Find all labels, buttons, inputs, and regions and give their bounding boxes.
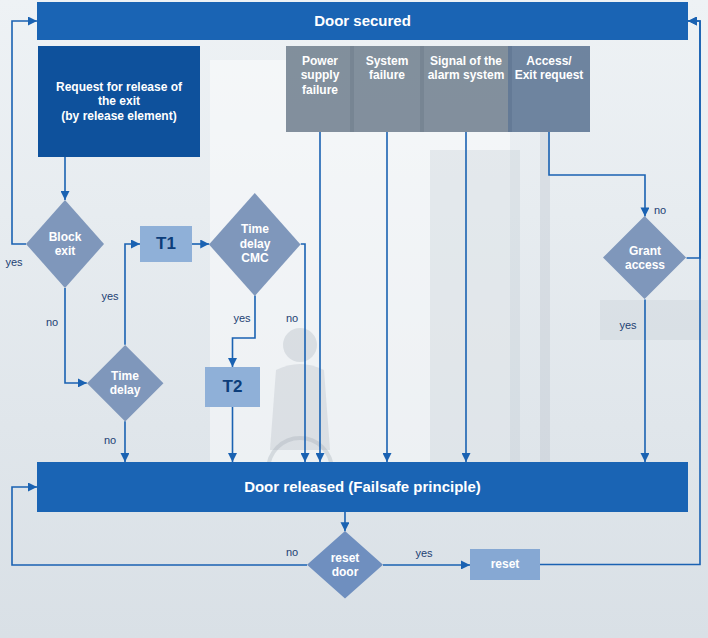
door-frame xyxy=(430,150,520,480)
decision-diamond: reset door xyxy=(307,531,383,599)
branch-label: yes xyxy=(619,319,636,331)
node-label: Grant access xyxy=(622,244,668,273)
flow-arrow xyxy=(125,244,140,345)
flow-arrow xyxy=(301,244,305,462)
decision-diamond: Block exit xyxy=(26,200,104,288)
person-figure xyxy=(283,328,317,362)
decision-diamond: Grant access xyxy=(603,216,686,299)
timer-box: T1 xyxy=(140,226,192,262)
flow-arrow xyxy=(232,407,234,462)
node-label: reset door xyxy=(327,551,363,580)
node-label: reset xyxy=(491,557,520,571)
state-band: Door released (Failsafe principle) xyxy=(37,462,688,512)
branch-label: no xyxy=(286,546,298,558)
flow-arrow xyxy=(64,157,66,200)
node-text: Request for release of the exit xyxy=(54,80,184,109)
node-label: System failure xyxy=(356,54,418,83)
event-box: Signal of the alarm system xyxy=(420,46,512,132)
branch-label: no xyxy=(46,316,58,328)
node-text: (by release element) xyxy=(54,109,184,123)
diamond-outline xyxy=(209,193,301,296)
node-label: Time delay CMC xyxy=(233,222,277,265)
flow-arrow xyxy=(12,21,37,244)
node-label: T1 xyxy=(156,234,176,254)
node-label: Access/ Exit request xyxy=(514,54,584,83)
branch-label: no xyxy=(286,312,298,324)
node-label: Request for release of the exit(by relea… xyxy=(54,80,184,123)
branch-label: yes xyxy=(233,312,250,324)
flow-arrow xyxy=(383,564,470,566)
flow-arrow xyxy=(233,295,255,367)
flow-arrow xyxy=(644,300,646,462)
flow-arrow xyxy=(344,512,346,531)
flow-arrow xyxy=(386,132,388,462)
node-text: Grant access xyxy=(622,244,668,273)
flow-arrow xyxy=(687,21,700,258)
node-text: Time delay xyxy=(105,369,145,398)
node-label: Door released (Failsafe principle) xyxy=(244,478,481,496)
node-text: T1 xyxy=(156,234,176,254)
reset-box: reset xyxy=(470,549,540,580)
decision-diamond: Time delay xyxy=(87,345,163,421)
node-text: reset xyxy=(491,557,520,571)
event-box: Power supply failure xyxy=(286,46,354,132)
branch-label: no xyxy=(104,434,116,446)
diamond-outline xyxy=(603,216,686,299)
flow-arrow xyxy=(465,132,467,462)
node-text: Power supply failure xyxy=(292,54,348,97)
node-text: T2 xyxy=(223,377,243,397)
event-box: System failure xyxy=(350,46,424,132)
branch-label: yes xyxy=(101,290,118,302)
node-text: reset door xyxy=(327,551,363,580)
node-text: System failure xyxy=(356,54,418,83)
node-text: Access/ Exit request xyxy=(514,54,584,83)
handrail xyxy=(600,300,708,340)
event-box: Access/ Exit request xyxy=(508,46,590,132)
timer-box: T2 xyxy=(205,367,260,407)
flow-arrow xyxy=(319,132,321,462)
flow-arrow xyxy=(549,132,645,216)
branch-label: no xyxy=(654,204,666,216)
state-band: Door secured xyxy=(37,2,688,40)
flow-arrow xyxy=(65,288,87,383)
node-label: Power supply failure xyxy=(292,54,348,97)
node-text: Time delay CMC xyxy=(233,222,277,265)
request-box: Request for release of the exit(by relea… xyxy=(38,46,200,157)
node-label: Time delay xyxy=(105,369,145,398)
branch-label: yes xyxy=(5,256,22,268)
node-text: Door released (Failsafe principle) xyxy=(244,478,481,496)
diamond-outline xyxy=(307,531,383,599)
node-label: Signal of the alarm system xyxy=(426,54,506,83)
flow-arrow xyxy=(124,421,126,462)
diamond-outline xyxy=(26,200,104,288)
diamond-outline xyxy=(87,345,163,421)
decision-diamond: Time delay CMC xyxy=(209,193,301,296)
flow-arrow xyxy=(192,243,209,245)
node-label: Block exit xyxy=(45,230,85,259)
node-text: Signal of the alarm system xyxy=(426,54,506,83)
node-label: T2 xyxy=(223,377,243,397)
node-text: Block exit xyxy=(45,230,85,259)
node-label: Door secured xyxy=(314,12,411,30)
branch-label: yes xyxy=(415,547,432,559)
node-text: Door secured xyxy=(314,12,411,30)
